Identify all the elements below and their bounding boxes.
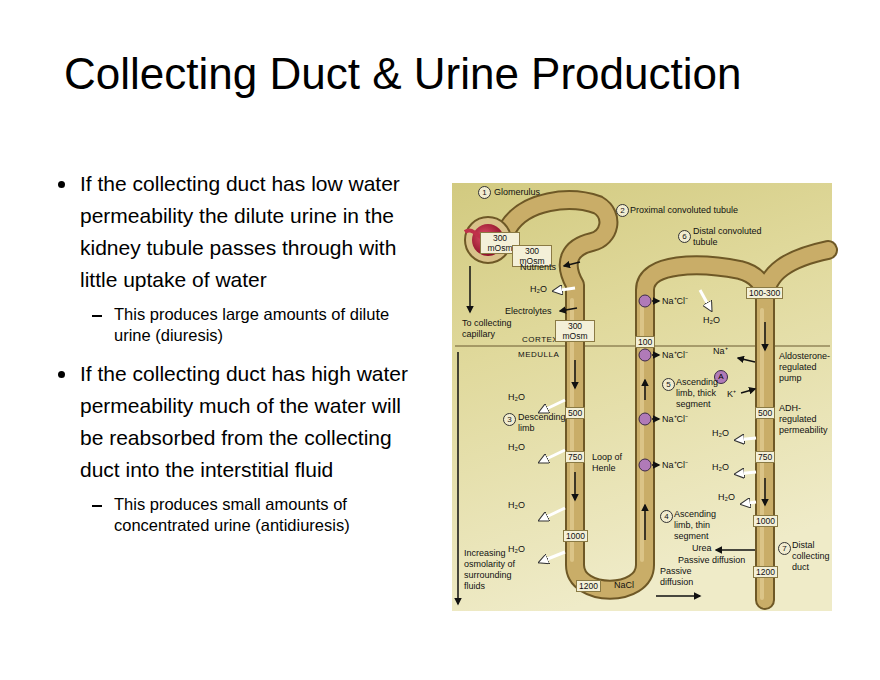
diagram-label: Ascending limb, thick segment [676, 377, 738, 410]
diagram-label: H₂O [508, 500, 525, 511]
osmolarity-value: 100-300 [746, 287, 783, 299]
callout-number: 4 [660, 510, 673, 523]
diagram-label: Urea [692, 543, 712, 554]
osmolarity-value: 300 mOsm [555, 320, 595, 342]
diagram-label: NaCl [614, 580, 634, 591]
callout-number: 5 [662, 378, 675, 391]
tubule [508, 200, 828, 600]
callout-number: 3 [503, 413, 516, 426]
ion-pumps [639, 295, 651, 471]
osmolarity-value: 1200 [576, 580, 601, 592]
region-label: CORTEX [522, 334, 558, 345]
diagram-label: Ascending limb, thin segment [674, 509, 736, 542]
diagram-label: Na⁺Cl⁻ [662, 460, 688, 471]
osmolarity-value: 500 [755, 407, 775, 419]
osmolarity-value: 1000 [753, 515, 778, 527]
diagram-label: H₂O [508, 442, 525, 453]
diagram-label: Electrolytes [505, 306, 552, 317]
sub-bullet: This produces large amounts of dilute ur… [114, 304, 426, 346]
diagram-label: Na⁺Cl⁻ [662, 350, 688, 361]
diagram-label: H₂O [718, 492, 735, 503]
osmolarity-value: 100 [635, 336, 655, 348]
slide-title: Collecting Duct & Urine Production [64, 48, 741, 100]
bullet-marker [58, 181, 65, 188]
bullet-text: If the collecting duct has low water per… [80, 172, 400, 291]
diagram-label: Nutrients [520, 262, 556, 273]
diagram-label: H₂O [530, 284, 547, 295]
osmolarity-value: 500 [565, 407, 585, 419]
diagram-label: H₂O [712, 428, 729, 439]
diagram-label: Na⁺Cl⁻ [662, 414, 688, 425]
callout-number: 6 [678, 230, 691, 243]
diagram-label: Na⁺Cl⁻ [662, 296, 688, 307]
osmolarity-value: 1000 [563, 530, 588, 542]
diagram-label: Distal collecting duct [792, 540, 830, 573]
diagram-label: Proximal convoluted tubule [630, 205, 738, 216]
diagram-label: H₂O [712, 462, 729, 473]
diagram-label: Increasing osmolarity of surrounding flu… [464, 548, 522, 592]
callout-number: 1 [478, 186, 491, 199]
diagram-panel [452, 183, 832, 611]
diagram-label: H₂O [703, 315, 720, 326]
diagram-label: H₂O [508, 544, 525, 555]
diagram-label: Passive diffusion [660, 566, 704, 588]
bullet-text: If the collecting duct has high water pe… [80, 362, 408, 481]
sub-bullet-text: This produces small amounts of concentra… [114, 495, 350, 534]
bullet: If the collecting duct has low water per… [80, 168, 415, 296]
diagram-label: Aldosterone-regulated pump [779, 351, 831, 384]
diagram-label: Loop of Henle [592, 452, 632, 474]
flow-arrows [458, 262, 765, 604]
region-label: MEDULLA [518, 349, 559, 360]
sub-bullet-text: This produces large amounts of dilute ur… [114, 305, 389, 344]
osmolarity-value: 750 [565, 451, 585, 463]
osmolarity-value: 750 [755, 451, 775, 463]
bullet-marker [58, 371, 65, 378]
callout-number: 2 [616, 204, 629, 217]
bullet: If the collecting duct has high water pe… [80, 358, 415, 486]
diagram-label: To collecting capillary [462, 318, 526, 340]
osmolarity-value: 1200 [753, 566, 778, 578]
diagram-label: Descending limb [518, 412, 562, 434]
diagram-label: H₂O [508, 392, 525, 403]
diagram-label: Glomerulus [494, 187, 540, 198]
diagram-label: Passive diffusion [678, 555, 745, 566]
dash-marker [92, 505, 102, 507]
sub-bullet: This produces small amounts of concentra… [114, 494, 426, 536]
diagram-label: ADH-regulated permeability [779, 403, 831, 436]
dash-marker [92, 315, 102, 317]
diagram-label: Distal convoluted tubule [693, 226, 765, 248]
diagram-label: Na⁺ [713, 346, 728, 357]
callout-number: 7 [778, 542, 791, 555]
diagram-label: K⁺ [727, 389, 736, 400]
bullet-list: If the collecting duct has low water per… [80, 168, 420, 548]
water-arrows [540, 288, 756, 562]
